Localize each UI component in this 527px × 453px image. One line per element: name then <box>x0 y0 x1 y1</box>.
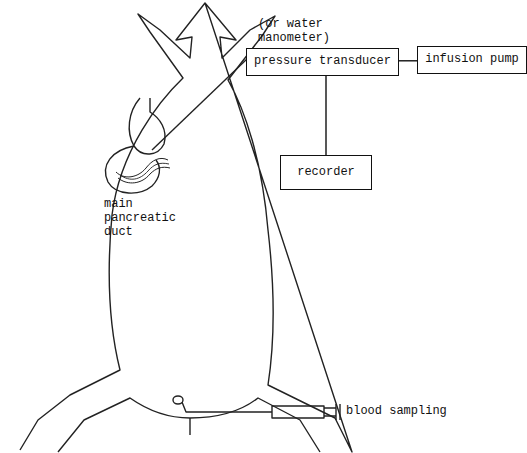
instrument-box: (or water manometer) pressure transducer <box>246 18 399 76</box>
animal-tail <box>189 418 190 435</box>
pancreas <box>116 158 170 183</box>
box-label: recorder <box>297 166 355 180</box>
pancreatic-duct <box>120 163 169 179</box>
connector-line <box>399 60 417 61</box>
node-note: (or water manometer) <box>246 18 376 46</box>
box-label: pressure transducer <box>254 55 391 69</box>
duct-cannula-line <box>152 58 248 150</box>
duodenum <box>106 146 160 193</box>
syringe-barrel <box>272 406 324 418</box>
femoral-catheter-site <box>173 396 183 404</box>
device-box: infusion pump <box>417 46 527 74</box>
box-label: infusion pump <box>425 53 519 67</box>
procedure-label: blood sampling <box>346 405 521 419</box>
sampling-line <box>182 402 272 412</box>
box-outline: recorder <box>280 155 372 190</box>
box-outline: pressure transducer <box>246 48 399 76</box>
device-box: recorder <box>280 155 372 190</box>
organ-label: main pancreatic duct <box>104 198 194 239</box>
connector-line <box>325 76 326 155</box>
syringe-plunger <box>324 404 340 420</box>
stomach <box>129 98 165 154</box>
box-outline: infusion pump <box>417 46 527 74</box>
